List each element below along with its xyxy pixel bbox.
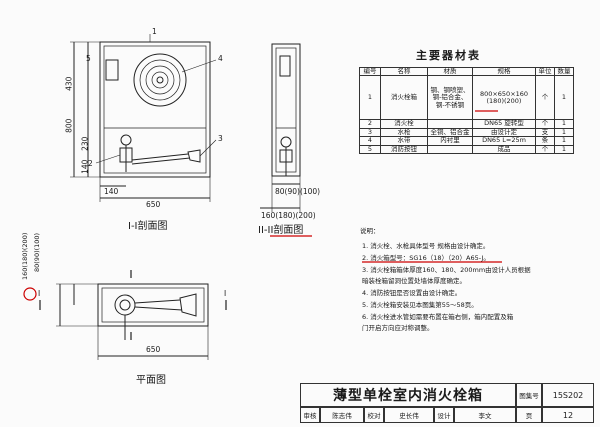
title-block: 薄型单栓室内消火栓箱 图集号 15S202 审核 陈志伟 校对 史长伟 设计 李…: [300, 383, 594, 423]
plan-caption: 平面图: [136, 375, 166, 386]
dim-mid: 230: [80, 136, 90, 151]
plan-marker-left: I: [38, 289, 41, 298]
materials-title: 主要器材表: [416, 49, 481, 62]
cell-no: 1: [359, 75, 381, 121]
note-item: 门开启方向应对称调整。: [362, 324, 434, 332]
design-label: 设计: [434, 407, 454, 423]
callout-3: 3: [218, 134, 223, 143]
note-item: 1. 消火栓、水枪具体型号 规格由设计确定。: [362, 242, 490, 250]
check-label: 校对: [364, 407, 384, 423]
callout-4: 4: [218, 54, 223, 63]
plan-drawing: [39, 270, 227, 360]
header-spec: 规格: [472, 66, 536, 77]
dim-overall: 800: [64, 118, 74, 133]
header-unit: 单位: [535, 66, 555, 77]
note-item: 6. 消火栓进水管如需要布置在箱右侧，箱内配置及箱: [362, 313, 514, 321]
dim-depth-a: 80(90)(100): [275, 187, 321, 196]
callout-2: 2: [88, 159, 93, 168]
cell-unit: 个: [535, 144, 555, 155]
section-1-caption: I-I剖面图: [128, 221, 168, 232]
header-material: 材质: [427, 66, 473, 77]
table-row: 2 消火栓 DN65 旋转型 个 1: [359, 119, 574, 129]
check-name: 史长伟: [384, 407, 434, 423]
section-2-drawing: [260, 43, 301, 212]
cell-material: 钢、钢喷塑、钢-铝合金、钢-不锈钢: [427, 75, 473, 121]
cell-material: 内衬里: [427, 136, 473, 146]
spec-b: (180)(200): [486, 96, 522, 105]
note-item: 5. 消火栓箱安装见本图集第55～58页。: [362, 301, 478, 309]
dim-depth-b: 160(180)(200): [261, 211, 316, 220]
dim-width: 650: [146, 200, 161, 209]
table-row: 1 消火栓箱 钢、钢喷塑、钢-铝合金、钢-不锈钢 800×650×160(180…: [359, 75, 574, 121]
callout-5: 5: [86, 54, 91, 63]
cell-unit: 个: [535, 75, 555, 121]
table-row: 5 消防按钮 成品 个 1: [359, 144, 574, 155]
cell-name: 消防按钮: [380, 144, 428, 155]
plan-dim-b: 80(90)(100): [33, 232, 41, 272]
section-2-caption: II-II剖面图: [258, 225, 304, 236]
note-item: 暗装栓箱留洞位置处墙体厚度确定。: [362, 277, 466, 285]
header-qty: 数量: [554, 66, 574, 77]
plan-dim-width: 650: [146, 345, 161, 354]
cell-qty: 1: [554, 75, 574, 121]
drawing-title: 薄型单栓室内消火栓箱: [300, 383, 516, 407]
plan-marker-right: I: [224, 289, 227, 298]
dim-bottom-width: 140: [104, 187, 119, 196]
header-no: 编号: [359, 66, 381, 77]
review-name: 陈志伟: [320, 407, 364, 423]
page-label: 页: [516, 407, 542, 423]
callout-1: 1: [152, 27, 157, 36]
design-name: 李文: [454, 407, 516, 423]
review-label: 审核: [300, 407, 320, 423]
note-item: 3. 消火栓箱箱体厚度160、180、200mm由设计人员根据: [362, 266, 531, 274]
materials-table: 编号 名称 材质 规格 单位 数量 1 消火栓箱 钢、钢喷塑、钢-铝合金、钢-不…: [359, 66, 574, 155]
plan-dim-a: 160(180)(200): [21, 232, 29, 280]
cell-spec: 成品: [472, 144, 536, 155]
spec-a: 800×650×160: [479, 89, 529, 98]
cell-material: [427, 144, 473, 155]
cell-name: 消火栓箱: [380, 75, 428, 121]
notes-title: 说明：: [360, 227, 380, 235]
dim-top: 430: [64, 76, 74, 91]
header-name: 名称: [380, 66, 428, 77]
section-1-drawing: [70, 34, 217, 202]
cell-no: 5: [359, 144, 381, 155]
note-item: 2. 消火箱型号：SG16（18）（20）A65-J。: [362, 254, 490, 262]
table-row: 3 水枪 全铜、铝合金 由设计定 支 1: [359, 127, 574, 138]
page-number: 12: [542, 407, 594, 423]
atlas-label: 图集号: [516, 383, 542, 407]
cell-spec: 800×650×160(180)(200): [472, 75, 536, 121]
atlas-number: 15S202: [542, 383, 594, 407]
cell-qty: 1: [554, 144, 574, 155]
note-item: 4. 消防按钮是否设置由设计确定。: [362, 289, 462, 297]
table-header-row: 编号 名称 材质 规格 单位 数量: [359, 66, 574, 77]
